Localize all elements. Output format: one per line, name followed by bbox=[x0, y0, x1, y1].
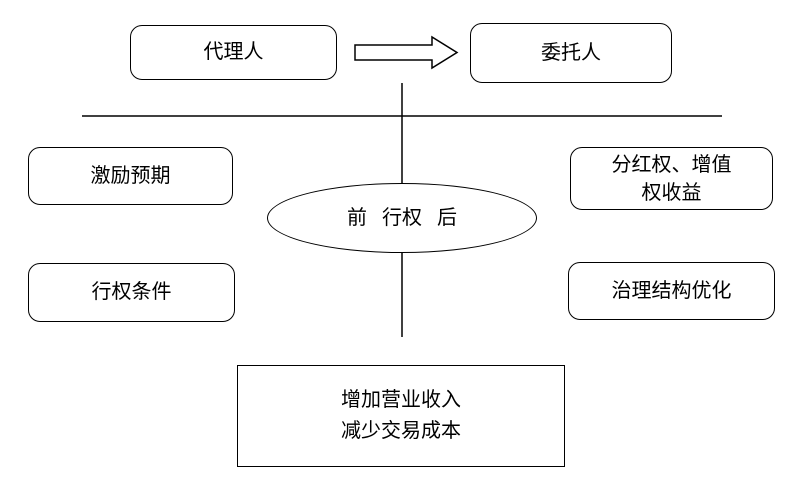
node-principal: 委托人 bbox=[470, 23, 672, 83]
node-incentive-expectation: 激励预期 bbox=[28, 147, 233, 205]
node-exercise-label: 前 行权 后 bbox=[347, 206, 457, 229]
node-agent-label: 代理人 bbox=[203, 41, 264, 63]
node-agent: 代理人 bbox=[130, 25, 337, 80]
node-exercise-ellipse: 前 行权 后 bbox=[267, 183, 537, 253]
node-exercise-conditions: 行权条件 bbox=[28, 263, 235, 322]
block-arrow-right-icon bbox=[354, 35, 459, 70]
node-outcome-line2: 减少交易成本 bbox=[341, 420, 461, 442]
node-exercise-conditions-label: 行权条件 bbox=[91, 281, 172, 303]
node-dividend-rights-line2: 权收益 bbox=[641, 181, 702, 204]
node-dividend-rights: 分红权、增值 权收益 bbox=[570, 147, 773, 210]
node-dividend-rights-line1: 分红权、增值 bbox=[611, 153, 732, 176]
node-governance-optimization: 治理结构优化 bbox=[568, 262, 775, 320]
node-incentive-expectation-label: 激励预期 bbox=[90, 164, 171, 187]
node-outcome: 增加营业收入 减少交易成本 bbox=[237, 365, 565, 467]
node-principal-label: 委托人 bbox=[541, 41, 601, 64]
node-outcome-line1: 增加营业收入 bbox=[341, 389, 461, 411]
node-governance-optimization-label: 治理结构优化 bbox=[611, 279, 732, 302]
